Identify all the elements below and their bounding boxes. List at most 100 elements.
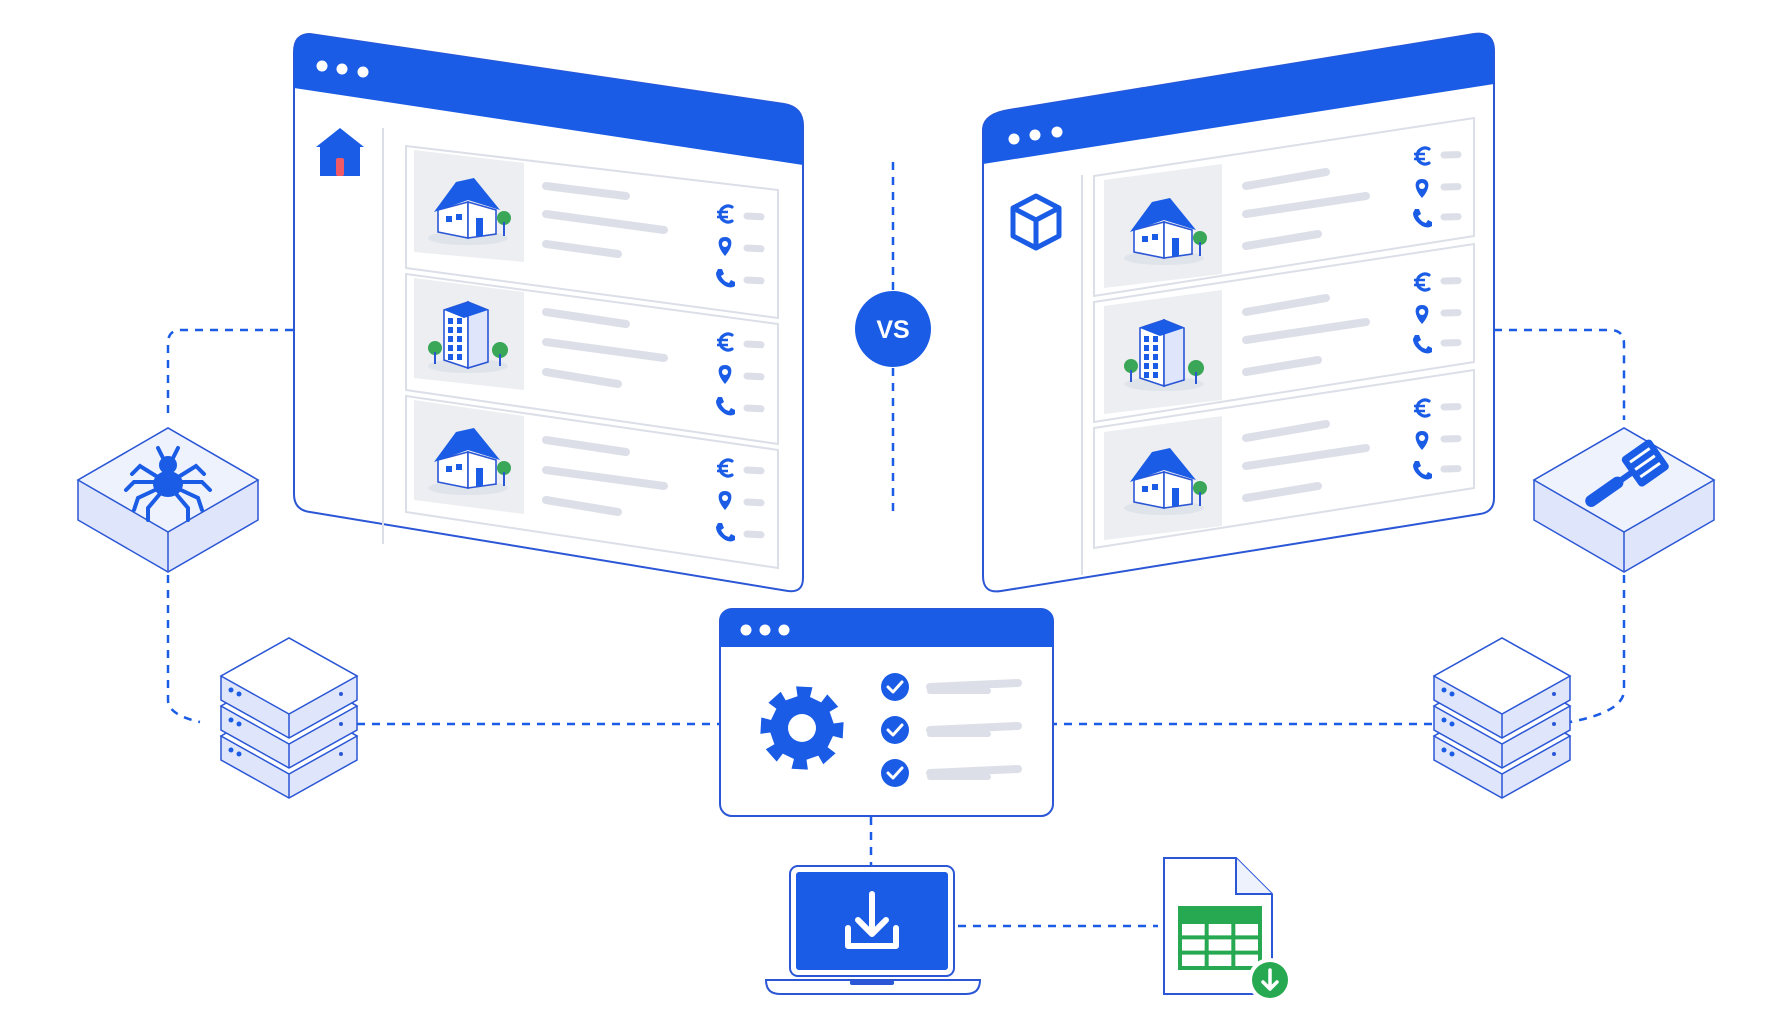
location-pin-icon [718,365,732,384]
spider-tool-block [76,427,260,573]
text-placeholder [926,679,1022,691]
gear-icon [760,686,844,770]
text-placeholder [542,496,622,516]
listing-card[interactable] [1093,116,1475,298]
spatula-to-storage-connector [1569,560,1626,724]
euro-icon [1414,146,1431,166]
text-placeholder [542,436,630,456]
right-data-storage [1432,637,1572,799]
processing-window-controls [740,624,790,636]
text-placeholder [743,530,765,539]
text-placeholder [1242,318,1370,344]
text-placeholder [1242,420,1330,442]
download-icon [845,891,899,949]
vs-badge: VS [855,291,931,367]
server-unit [219,637,359,739]
right-browser-titlebar [983,33,1494,164]
text-placeholder [542,308,630,328]
right-window-controls [1008,126,1063,145]
text-placeholder [1242,230,1322,250]
location-pin-icon [1415,305,1429,324]
euro-icon [1414,272,1431,292]
listing-card[interactable] [1093,368,1475,550]
text-placeholder [926,765,1022,777]
apartment-building-icon [428,300,508,373]
euro-icon [717,458,734,478]
phone-icon [1413,461,1432,480]
location-pin-icon [1415,431,1429,450]
text-placeholder [743,276,765,285]
house-icon [1124,448,1207,515]
location-pin-icon [1415,179,1429,198]
euro-icon [1414,398,1431,418]
listing-card[interactable] [405,272,779,446]
left-browser-to-spider-connector [166,328,293,420]
house-icon [428,178,511,245]
text-placeholder [743,244,765,253]
text-placeholder [1242,356,1322,376]
check-icon [881,716,909,744]
phone-icon [716,397,735,416]
listing-card[interactable] [1093,242,1475,424]
text-placeholder [743,212,765,221]
processing-window [719,608,1054,817]
check-icon [881,673,909,701]
text-placeholder [743,466,765,475]
text-placeholder [542,338,668,362]
phone-icon [1413,335,1432,354]
right-listing-list [1093,116,1475,550]
left-listing-list [405,144,779,570]
check-icon [881,759,909,787]
phone-icon [716,523,735,542]
text-placeholder [542,240,622,258]
text-placeholder [542,466,668,490]
server-unit [1432,637,1572,739]
vs-label: VS [876,316,909,344]
text-placeholder [743,372,765,381]
text-placeholder [743,498,765,507]
spider-to-storage-connector [166,560,201,724]
spider-icon [124,446,212,522]
spreadsheet-icon [1178,906,1262,970]
text-placeholder [1242,294,1330,316]
processing-titlebar [720,609,1053,647]
spatula-icon [1585,439,1669,507]
location-pin-icon [718,237,732,256]
text-placeholder [743,404,765,413]
apartment-building-icon [1124,318,1204,391]
text-placeholder [542,182,630,200]
listing-card[interactable] [405,394,779,570]
euro-icon [717,332,734,352]
checklist-item [881,716,1022,744]
text-placeholder [1242,444,1370,470]
spatula-tool-block [1532,427,1716,573]
phone-icon [1413,209,1432,228]
left-window-controls [316,60,369,78]
checklist-item [881,759,1022,787]
house-icon [428,428,511,495]
text-placeholder [1242,192,1370,218]
left-data-storage [219,637,359,799]
location-pin-icon [718,491,732,510]
house-icon [316,128,364,176]
text-placeholder [542,210,668,234]
house-icon [1124,198,1207,265]
listing-card[interactable] [405,144,779,320]
text-placeholder [1242,482,1322,502]
right-browser-to-spatula-connector [1494,328,1626,420]
connector-lines [166,162,1626,928]
text-placeholder [542,368,622,388]
spreadsheet-file [1163,857,1292,1002]
checklist [881,673,1022,787]
laptop [764,865,982,995]
phone-icon [716,269,735,288]
checklist-item [881,673,1022,701]
left-browser-titlebar [294,34,803,165]
text-placeholder [926,722,1022,734]
text-placeholder [1242,168,1330,190]
cube-icon [1010,193,1062,251]
euro-icon [717,204,734,224]
text-placeholder [743,340,765,349]
download-badge-icon [1248,958,1292,1002]
